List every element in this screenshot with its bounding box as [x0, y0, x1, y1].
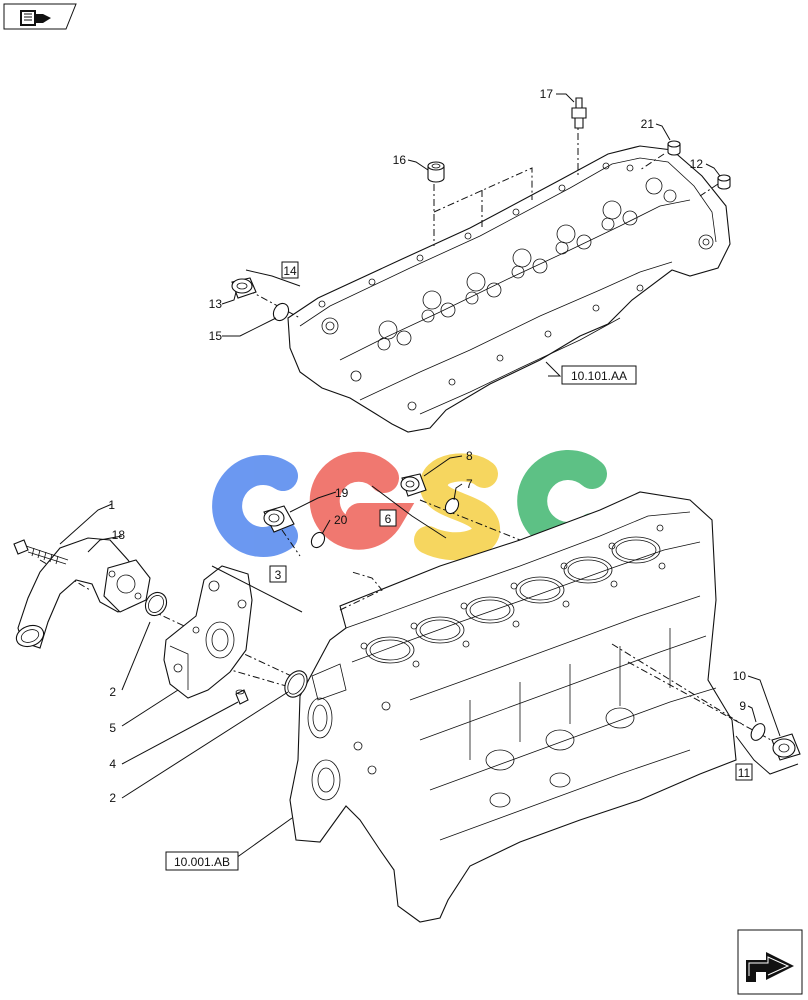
watermark-letter-1	[212, 455, 298, 557]
part-1-bolt[interactable]	[13, 539, 69, 565]
part-19-plug[interactable]	[263, 505, 295, 533]
cylinder-head	[287, 145, 731, 433]
part-9-o-ring[interactable]	[748, 721, 767, 743]
callout-19[interactable]: 19	[335, 486, 349, 500]
watermark-letter-3	[414, 453, 500, 561]
callout-5[interactable]: 5	[109, 721, 116, 735]
next-page-arrow-icon[interactable]	[737, 929, 803, 995]
svg-text:3: 3	[275, 568, 282, 582]
part-5-thermostat-housing[interactable]	[163, 565, 253, 699]
part-17-sensor[interactable]	[571, 97, 587, 129]
callout-2-lower[interactable]: 2	[109, 791, 116, 805]
ref-label-engine-block[interactable]: 10.001.AB	[165, 851, 239, 871]
callout-18[interactable]: 18	[112, 528, 126, 542]
callout-13[interactable]: 13	[209, 297, 223, 311]
ref-box-11[interactable]: 11	[735, 763, 753, 781]
callout-1[interactable]: 1	[108, 498, 115, 512]
part-12-plug[interactable]	[717, 174, 731, 190]
engine-block	[289, 491, 737, 923]
part-13-plug[interactable]	[231, 277, 257, 299]
part-4-dowel-pin[interactable]	[235, 689, 249, 705]
ref-box-3[interactable]: 3	[269, 565, 287, 583]
part-7-o-ring[interactable]	[443, 496, 461, 516]
callout-8[interactable]: 8	[466, 449, 473, 463]
part-16-plug[interactable]	[427, 161, 445, 183]
part-10-plug[interactable]	[771, 733, 801, 761]
book-arrow-icon[interactable]	[3, 3, 77, 30]
part-15-o-ring[interactable]	[270, 301, 291, 324]
part-8-plug[interactable]	[400, 473, 427, 497]
svg-text:6: 6	[385, 512, 392, 526]
svg-text:10.101.AA: 10.101.AA	[571, 369, 627, 383]
ref-label-cylinder-head[interactable]: 10.101.AA	[561, 365, 637, 385]
callout-21[interactable]: 21	[641, 117, 655, 131]
part-18-water-outlet-elbow[interactable]	[13, 537, 151, 650]
watermark-letter-2	[309, 451, 415, 550]
part-2-o-ring-upper[interactable]	[141, 589, 170, 620]
svg-text:10.001.AB: 10.001.AB	[174, 855, 230, 869]
ref-box-6[interactable]: 6	[379, 509, 397, 527]
part-21-plug[interactable]	[667, 140, 681, 156]
leader-lines	[59, 93, 799, 859]
callout-4[interactable]: 4	[109, 757, 116, 771]
alignment-lines-upper	[247, 118, 719, 319]
callout-15[interactable]: 15	[209, 329, 223, 343]
callout-12[interactable]: 12	[690, 157, 704, 171]
ref-box-14[interactable]: 14	[281, 261, 299, 279]
callout-9[interactable]: 9	[739, 699, 746, 713]
callout-7[interactable]: 7	[466, 477, 473, 491]
callout-labels: 1 18 2 5 4 2 19 20 8 7 16 17 21 12 13 15…	[108, 87, 746, 805]
callout-2-upper[interactable]: 2	[109, 685, 116, 699]
svg-text:11: 11	[738, 766, 751, 780]
svg-text:14: 14	[283, 264, 297, 278]
callout-10[interactable]: 10	[733, 669, 747, 683]
callout-20[interactable]: 20	[334, 513, 348, 527]
part-2-o-ring-lower[interactable]	[280, 667, 311, 701]
callout-17[interactable]: 17	[540, 87, 554, 101]
callout-16[interactable]: 16	[393, 153, 407, 167]
